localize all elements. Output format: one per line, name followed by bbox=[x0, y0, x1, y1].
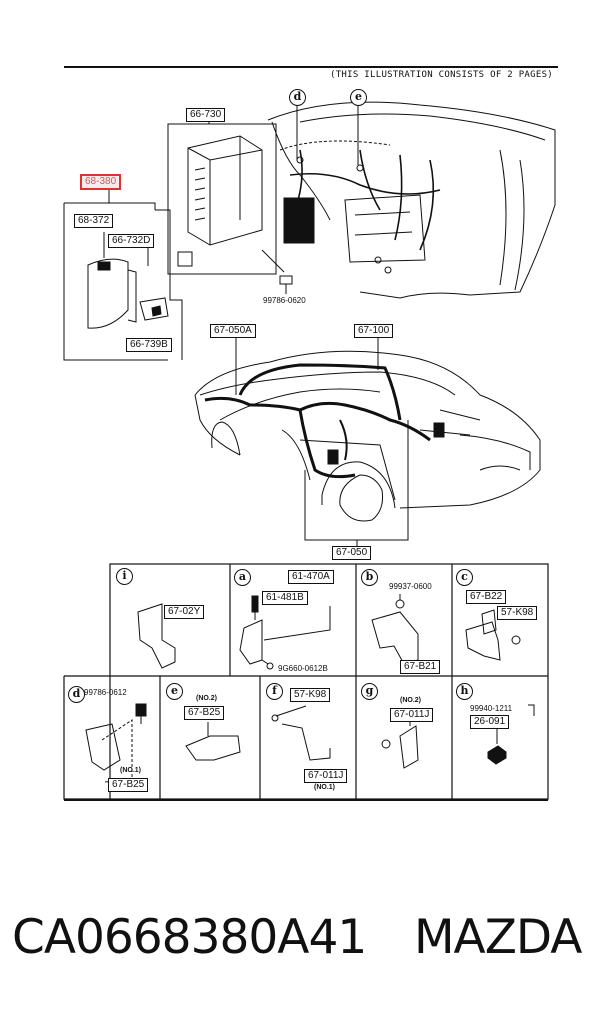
dashboard-illustration bbox=[267, 101, 556, 299]
part-label-67-b25-d[interactable]: 67-B25 bbox=[108, 778, 149, 792]
callout-a: a bbox=[234, 569, 251, 586]
part-label-67-b22[interactable]: 67-B22 bbox=[466, 590, 507, 604]
detail-grid bbox=[63, 563, 549, 801]
junction-box-illustration bbox=[167, 120, 293, 294]
note-no2-e: (NO.2) bbox=[196, 695, 217, 702]
callout-i: i bbox=[116, 568, 133, 585]
part-label-99786-0612[interactable]: 99786-0612 bbox=[84, 688, 127, 697]
part-label-67-050[interactable]: 67-050 bbox=[332, 546, 372, 560]
part-number-code: CA0668380A41 bbox=[12, 910, 367, 965]
callout-g: g bbox=[361, 683, 378, 700]
brand-name: MAZDA bbox=[414, 910, 582, 965]
part-label-67-011j-g[interactable]: 67-011J bbox=[390, 708, 434, 722]
callout-e-detail: e bbox=[166, 683, 183, 700]
header-note: (THIS ILLUSTRATION CONSISTS OF 2 PAGES) bbox=[330, 70, 554, 80]
part-label-67-100[interactable]: 67-100 bbox=[354, 324, 394, 338]
part-label-57-k98-c[interactable]: 57-K98 bbox=[497, 606, 538, 620]
note-no1-d: (NO.1) bbox=[120, 767, 141, 774]
note-no1-f: (NO.1) bbox=[314, 784, 335, 791]
part-label-99940-1211[interactable]: 99940-1211 bbox=[470, 704, 513, 713]
detail-sketches bbox=[85, 594, 535, 783]
part-label-26-091[interactable]: 26-091 bbox=[470, 715, 510, 729]
part-label-99937-0600[interactable]: 99937-0600 bbox=[389, 582, 432, 591]
callout-e: e bbox=[350, 89, 367, 106]
part-label-66-732d[interactable]: 66-732D bbox=[108, 234, 155, 248]
callout-b: b bbox=[361, 569, 378, 586]
part-label-99786-0620[interactable]: 99786-0620 bbox=[263, 296, 306, 305]
part-label-67-011j-f[interactable]: 67-011J bbox=[304, 769, 348, 783]
car-illustration bbox=[194, 336, 541, 548]
callout-d-detail: d bbox=[68, 686, 85, 703]
part-label-68-372[interactable]: 68-372 bbox=[74, 214, 114, 228]
callout-c: c bbox=[456, 569, 473, 586]
part-label-67-b21[interactable]: 67-B21 bbox=[400, 660, 441, 674]
header-rule bbox=[64, 66, 558, 68]
callout-d: d bbox=[289, 89, 306, 106]
part-label-66-739b[interactable]: 66-739B bbox=[126, 338, 172, 352]
callout-h: h bbox=[456, 683, 473, 700]
note-no2-g: (NO.2) bbox=[400, 697, 421, 704]
part-label-67-050a[interactable]: 67-050A bbox=[210, 324, 256, 338]
part-label-67-b25-e[interactable]: 67-B25 bbox=[184, 706, 225, 720]
part-label-67-02y[interactable]: 67-02Y bbox=[164, 605, 205, 619]
part-label-9g660-0612b[interactable]: 9G660-0612B bbox=[278, 664, 328, 673]
callout-f: f bbox=[266, 683, 283, 700]
part-label-68-380-highlighted[interactable]: 68-380 bbox=[80, 174, 122, 190]
part-label-61-470a[interactable]: 61-470A bbox=[288, 570, 334, 584]
part-label-57-k98-f[interactable]: 57-K98 bbox=[290, 688, 331, 702]
part-label-61-481b[interactable]: 61-481B bbox=[262, 591, 308, 605]
part-label-66-730[interactable]: 66-730 bbox=[186, 108, 226, 122]
